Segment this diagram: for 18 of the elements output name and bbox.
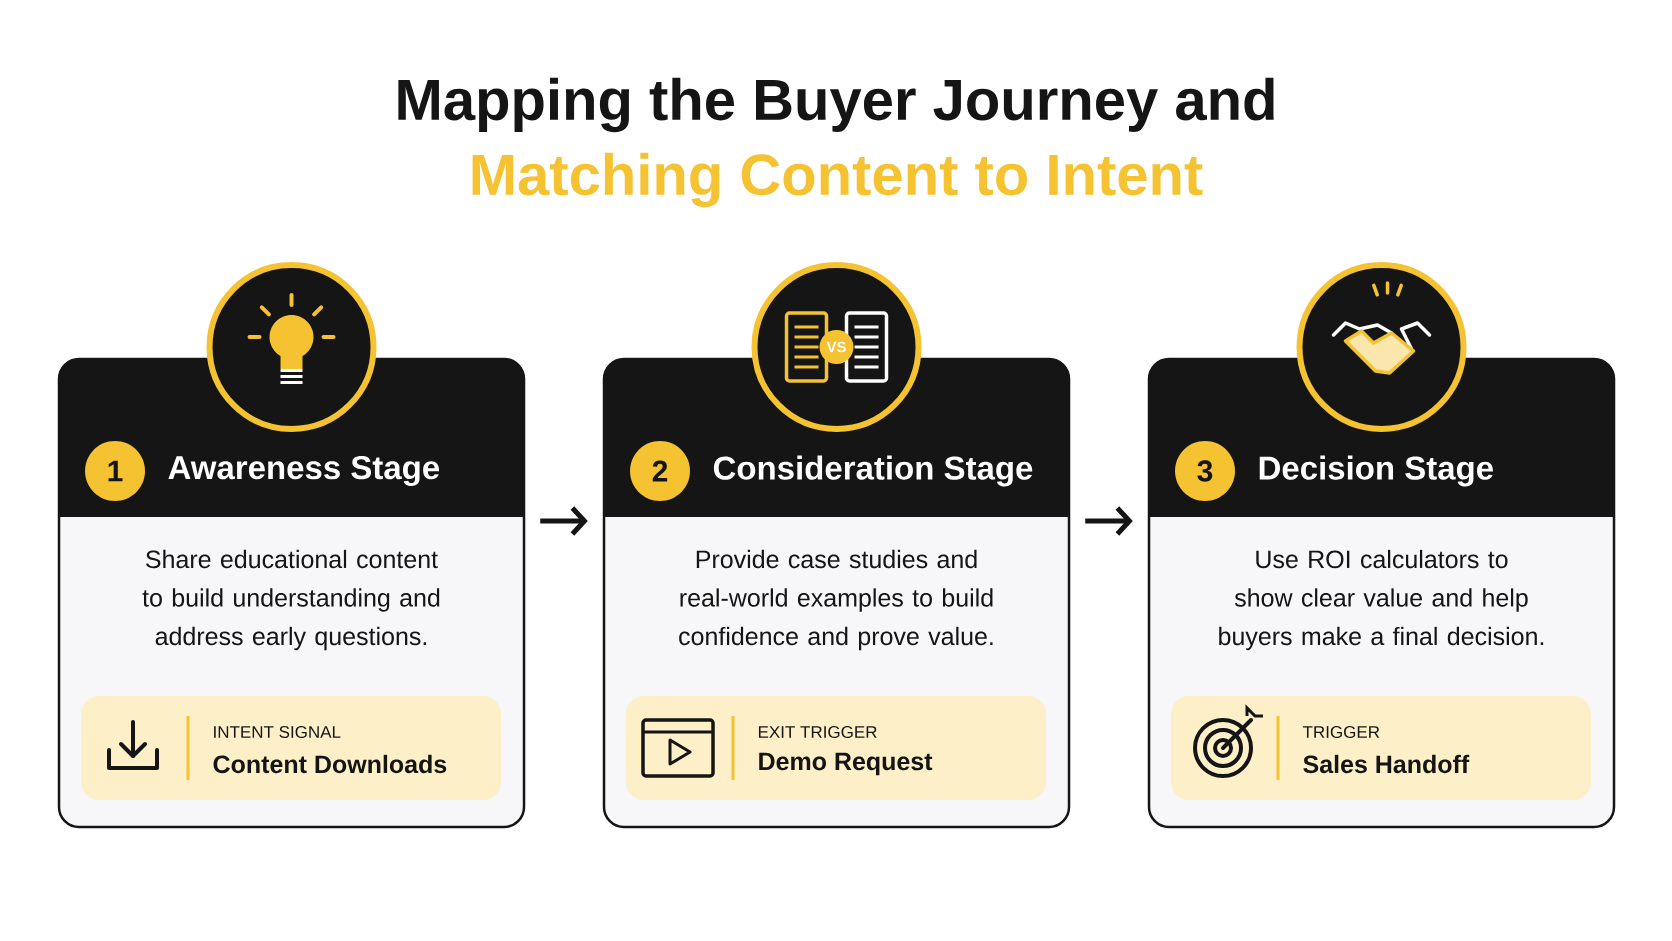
signal-label: TRIGGER: [1302, 726, 1380, 738]
signal-label: EXIT TRIGGER: [758, 726, 877, 738]
signal-value: Sales Handoff: [1303, 754, 1470, 774]
subtitle: Matching Content to Intent: [472, 152, 1203, 208]
stage-heading: Awareness Stage: [168, 456, 440, 486]
number-badge: 2: [630, 441, 690, 501]
signal-label: INTENT SIGNAL: [214, 726, 341, 738]
stage-description: Share educational content to build understanding and address early questions.: [142, 549, 440, 651]
signal-value: Content Downloads: [213, 754, 447, 774]
title: Mapping the Buyer Journey and: [398, 77, 1274, 133]
stage-heading: Decision Stage: [1259, 455, 1493, 487]
icon-badge: VS: [751, 262, 922, 432]
signal-value: Demo Request: [759, 752, 933, 776]
number-badge: 1: [85, 441, 145, 501]
stage-heading: Consideration Stage: [713, 455, 1033, 487]
number-badge: 3: [1175, 441, 1235, 501]
stage-description: Use ROI calculators to show clear value and help buyers make a final decision.: [1219, 549, 1544, 651]
stage-description: Provide case studies and real-world examples to build confidence and prove value.: [679, 549, 993, 651]
